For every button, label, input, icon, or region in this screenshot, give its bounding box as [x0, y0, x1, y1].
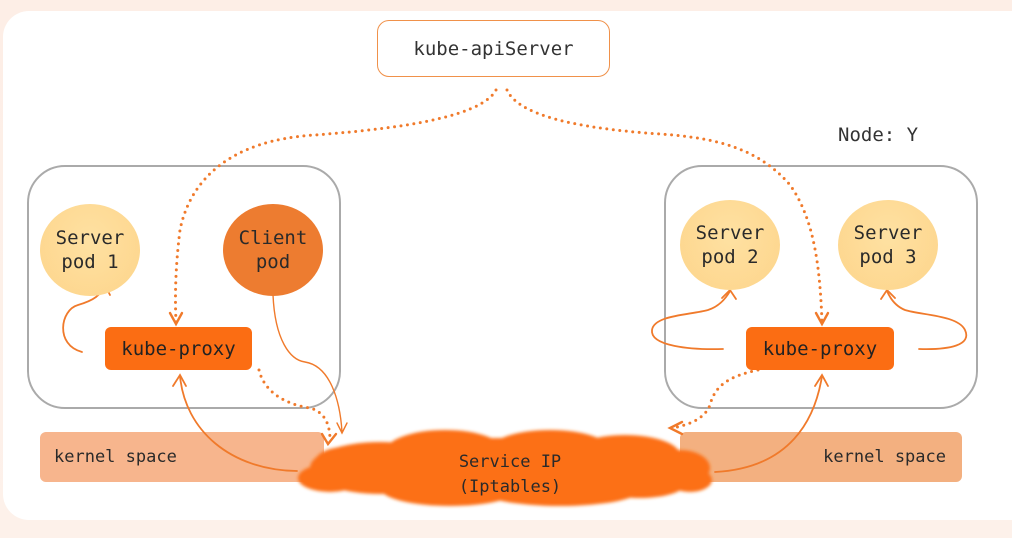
dotted-line-proxy-right-to-service — [670, 368, 760, 430]
arrowhead-service-to-proxy-right — [814, 373, 829, 387]
line-proxy-right-to-pod2 — [651, 290, 731, 351]
server-pod-3: Server pod 3 — [838, 200, 938, 290]
server-pod-3-line2: pod 3 — [859, 246, 917, 268]
client-pod: Client pod — [223, 204, 323, 296]
server-pod-1: Server pod 1 — [40, 204, 140, 296]
arrowhead-service-to-proxy-left — [172, 373, 187, 387]
kernel-space-left-label: kernel space — [54, 447, 177, 467]
kube-proxy-right: kube-proxy — [746, 327, 894, 370]
node-right-box — [664, 165, 978, 409]
dotted-line-api-to-proxy-right — [505, 88, 824, 324]
service-ip-line1: Service IP — [458, 452, 562, 472]
kube-apiserver-box: kube-apiServer — [377, 20, 610, 77]
line-proxy-right-to-pod3 — [886, 290, 968, 351]
client-pod-line2: pod — [255, 251, 291, 273]
service-ip-line2: (Iptables) — [458, 476, 562, 497]
line-service-to-proxy-right — [714, 375, 823, 473]
server-pod-2-line1: Server — [695, 221, 765, 244]
server-pod-3-line1: Server — [853, 221, 923, 244]
server-pod-2-line2: pod 2 — [701, 246, 759, 268]
arrowhead-client-pod-to-service — [336, 422, 348, 435]
kube-proxy-left: kube-proxy — [105, 327, 252, 370]
line-proxy-left-to-pod1 — [62, 285, 106, 353]
kube-proxy-left-label: kube-proxy — [121, 337, 236, 360]
kernel-space-right: kernel space — [680, 432, 962, 482]
service-ip-label: Service IP (Iptables) — [410, 450, 610, 499]
node-left-box — [27, 165, 341, 409]
arrowhead-api-to-proxy-right — [814, 311, 830, 327]
server-pod-1-line2: pod 1 — [61, 251, 119, 273]
server-pod-2: Server pod 2 — [680, 200, 780, 290]
kernel-space-right-label: kernel space — [823, 447, 946, 467]
arrowhead-proxy-right-to-pod3 — [880, 288, 896, 300]
arrowhead-proxy-right-to-service — [667, 420, 684, 436]
kube-apiserver-label: kube-apiServer — [413, 37, 574, 60]
client-pod-line1: Client — [238, 226, 308, 249]
line-service-to-proxy-left — [179, 375, 298, 472]
arrowhead-proxy-left-to-service — [320, 432, 338, 447]
dotted-line-proxy-left-to-service — [257, 368, 332, 442]
kube-proxy-right-label: kube-proxy — [762, 337, 878, 360]
arrowhead-proxy-right-to-pod2 — [721, 288, 737, 300]
arrowhead-api-to-proxy-left — [168, 311, 184, 327]
dotted-line-api-to-proxy-left — [173, 88, 498, 324]
line-client-pod-to-service — [272, 294, 343, 433]
kernel-space-left: kernel space — [40, 432, 324, 482]
server-pod-1-line1: Server — [55, 226, 125, 249]
service-ip-cloud — [298, 430, 712, 506]
node-right-label: Node: Y — [838, 124, 919, 146]
